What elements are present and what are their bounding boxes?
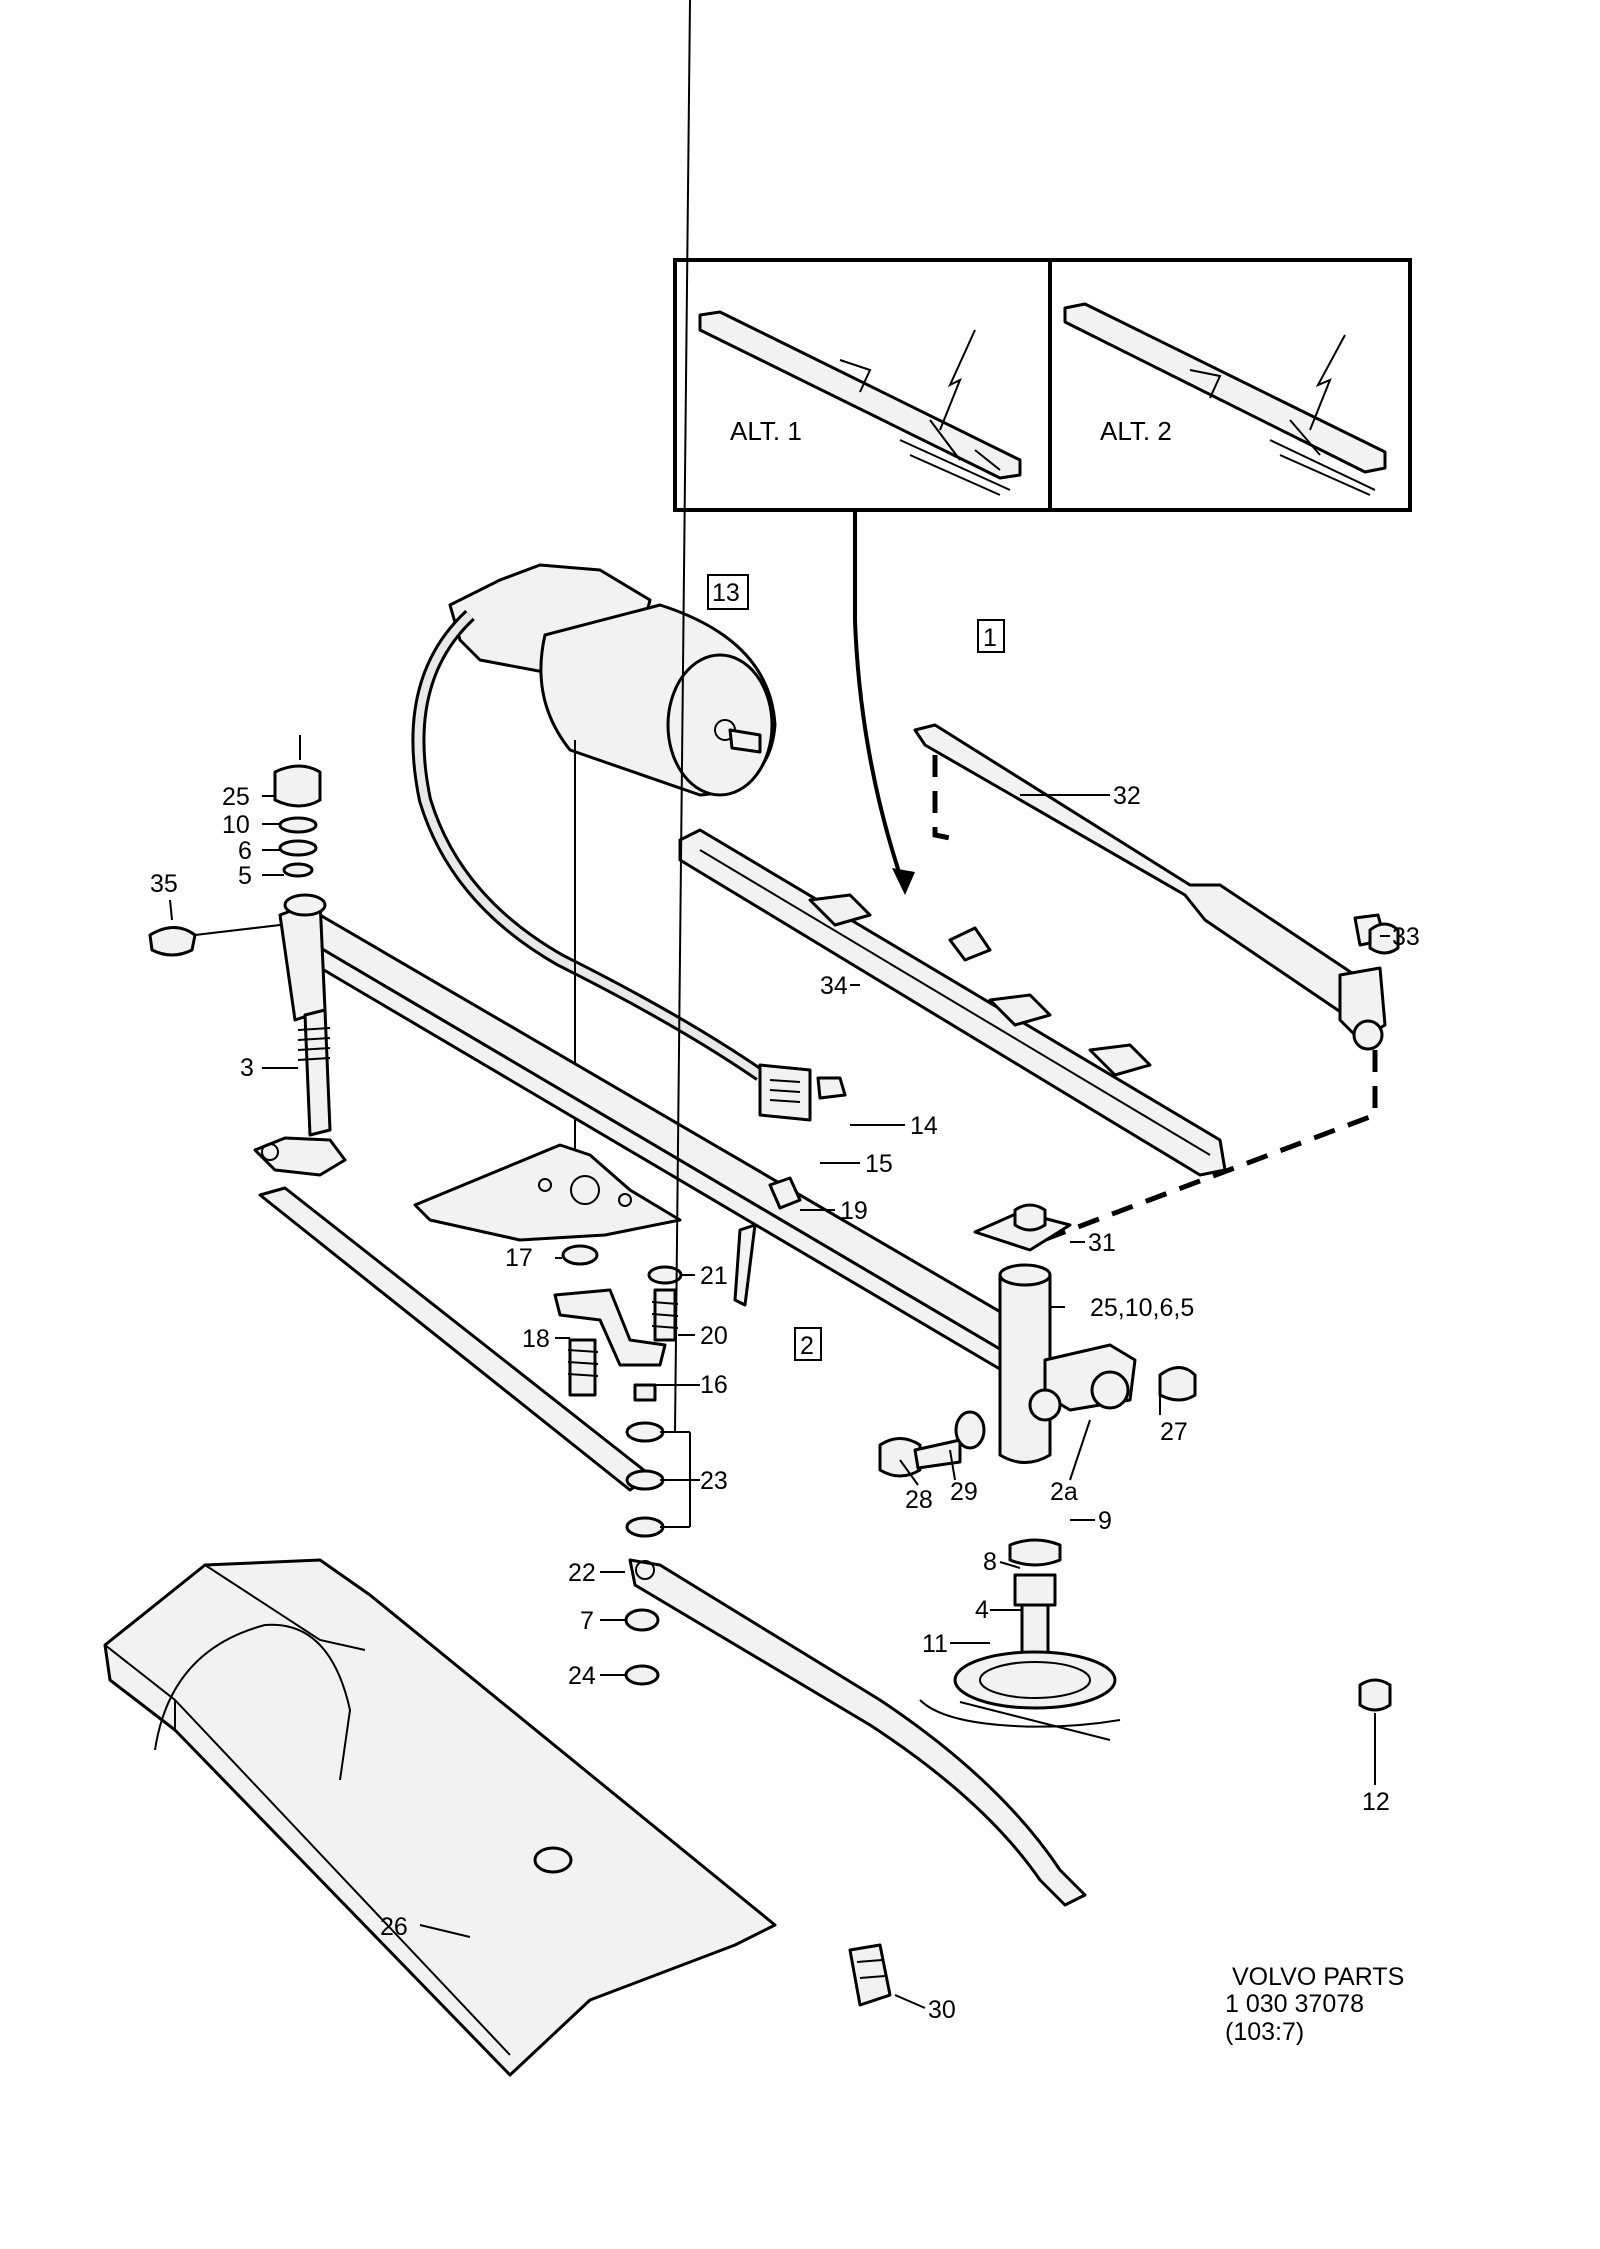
callout-35: 35 (150, 870, 178, 898)
left-pivot-assembly (253, 893, 347, 1177)
right-pivot-assembly (919, 1263, 1137, 1741)
callout-2a: 2a (1050, 1478, 1078, 1506)
inset-pointer-arrow (853, 510, 907, 891)
wiring-connector (758, 1063, 847, 1122)
callout-9: 9 (1098, 1507, 1112, 1535)
callout-34: 34 (820, 972, 848, 1000)
callout-6: 6 (238, 837, 252, 865)
callout-10: 10 (222, 811, 250, 839)
drive-link-rod (628, 1558, 1087, 1907)
callout-13: 13 (712, 579, 740, 607)
callout-19: 19 (840, 1197, 868, 1225)
arm-to-pivot-dashed-line (1029, 1050, 1378, 1248)
callout-11: 11 (922, 1630, 948, 1658)
callout-26: 26 (380, 1913, 408, 1941)
callout-23: 23 (700, 1467, 728, 1495)
callout-22: 22 (568, 1559, 596, 1587)
callout-5: 5 (238, 862, 252, 890)
footer-brand: VOLVO PARTS (1232, 1963, 1404, 1991)
wiper-motor (411, 563, 777, 1180)
callout-25: 25 (222, 783, 250, 811)
callout-16: 16 (700, 1371, 728, 1399)
callout-15: 15 (865, 1150, 893, 1178)
alt-2-label: ALT. 2 (1100, 416, 1172, 446)
callout-27: 27 (1160, 1418, 1188, 1446)
callout-20: 20 (700, 1322, 728, 1350)
alt-1-label: ALT. 1 (730, 416, 802, 446)
callout-2: 2 (800, 1332, 814, 1360)
left-pivot-hardware (148, 735, 322, 957)
callout-31: 31 (1088, 1229, 1116, 1257)
callout-4: 4 (975, 1596, 989, 1624)
footer-section-code: (103:7) (1225, 2018, 1304, 2046)
callout-28: 28 (905, 1486, 933, 1514)
callout-14: 14 (910, 1112, 938, 1140)
cover-panel (103, 1558, 777, 2077)
callout-21: 21 (700, 1262, 728, 1290)
callout-33: 33 (1392, 923, 1420, 951)
callout-labels: 1 2 13 2a 3 4 5 6 7 8 9 10 11 12 14 15 1… (150, 574, 1420, 2024)
alternatives-inset: ALT. 1 ALT. 2 (673, 258, 1412, 895)
callout-17: 17 (505, 1244, 533, 1272)
callout-29: 29 (950, 1478, 978, 1506)
parts-reference-footer: VOLVO PARTS 1 030 37078 (103:7) (1225, 1963, 1404, 2046)
callout-8: 8 (983, 1548, 997, 1576)
callout-7: 7 (580, 1607, 594, 1635)
wiper-blade (678, 828, 1227, 1177)
callout-25-10-6-5: 25,10,6,5 (1090, 1294, 1194, 1322)
callout-24: 24 (568, 1662, 596, 1690)
arm-to-blade-dashed-line (932, 755, 961, 843)
leader-lines (169, 0, 1390, 2009)
callout-30: 30 (928, 1996, 956, 2024)
callout-1: 1 (983, 624, 997, 652)
alt-2-blade-drawing (1063, 302, 1387, 496)
callout-32: 32 (1113, 782, 1141, 810)
callout-3: 3 (240, 1054, 254, 1082)
callout-18: 18 (522, 1325, 550, 1353)
clip-part (848, 1943, 892, 2007)
footer-part-number: 1 030 37078 (1225, 1990, 1364, 2018)
callout-12: 12 (1362, 1788, 1390, 1816)
alt-1-blade-drawing (698, 310, 1022, 496)
